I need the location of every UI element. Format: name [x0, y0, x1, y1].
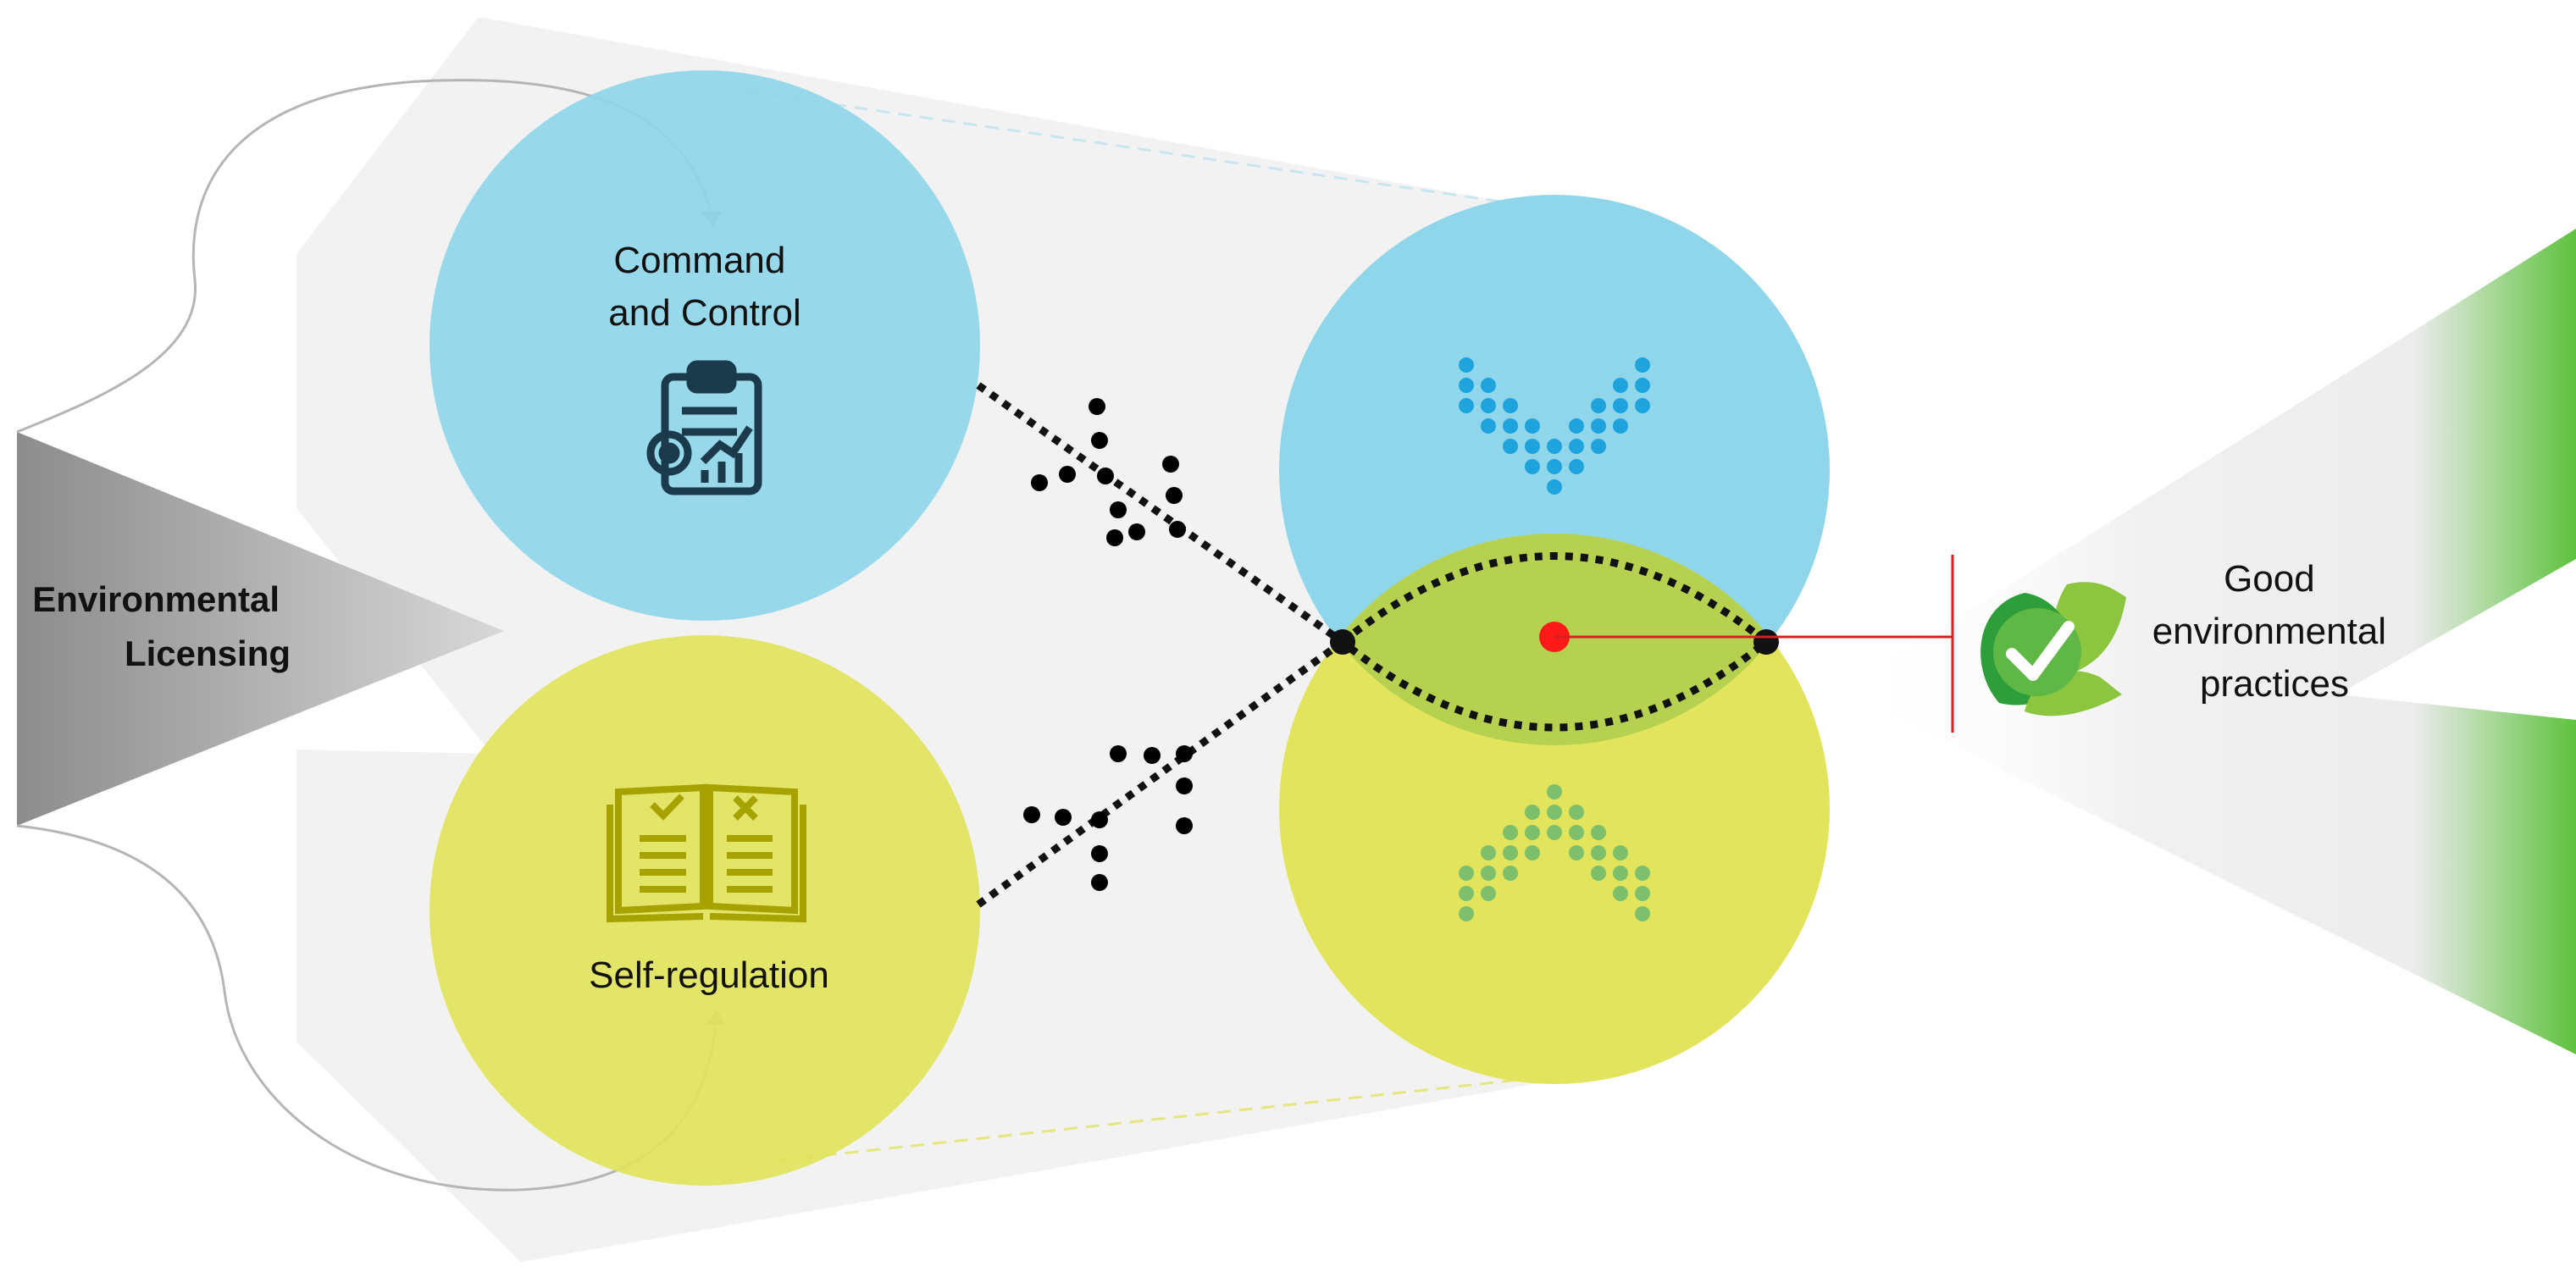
chevron-dot [1547, 479, 1562, 495]
chevron-dot [1613, 866, 1628, 881]
environmental-licensing-triangle [17, 432, 504, 826]
chevron-dot [1591, 825, 1606, 840]
guide-line-top [745, 90, 1543, 209]
chevron-dot [1569, 439, 1584, 454]
chevron-dot [1613, 398, 1628, 413]
command-and-control-line-1: Command [613, 240, 785, 281]
leaf-checkmark-icon [1980, 582, 2126, 716]
chevron-dot [1503, 845, 1518, 860]
good-practices-line-3: practices [2200, 663, 2349, 705]
chevron-dot [1459, 906, 1474, 921]
chevron-dot [1481, 378, 1496, 393]
chevron-dot [1635, 886, 1650, 901]
chevron-dot [1613, 418, 1628, 434]
chevron-dot [1459, 866, 1474, 881]
chevron-dot [1613, 378, 1628, 393]
chevron-dot [1547, 805, 1562, 820]
chevron-dot [1503, 825, 1518, 840]
command-and-control-circle [429, 70, 980, 621]
chevron-dot [1481, 845, 1496, 860]
chevron-dot [1569, 845, 1584, 860]
guide-line-bottom [778, 1076, 1543, 1162]
command-and-control-line-2: and Control [608, 292, 800, 334]
chevron-dot [1591, 398, 1606, 413]
chevron-dot [1459, 378, 1474, 393]
good-practices-label: Good environmental practices [2152, 558, 2397, 705]
chevron-dot [1613, 845, 1628, 860]
chevron-dot [1569, 805, 1584, 820]
chevron-dot [1481, 418, 1496, 434]
chevron-dot [1547, 784, 1562, 799]
chevron-dot [1613, 886, 1628, 901]
chevron-dot [1591, 418, 1606, 434]
chevron-dot [1503, 866, 1518, 881]
chevron-dot [1481, 886, 1496, 901]
overlap-zone [1279, 534, 1830, 745]
command-and-control-label: Command and Control [608, 240, 800, 334]
chevron-dot [1459, 886, 1474, 901]
chevron-dot [1525, 418, 1540, 434]
chevron-dot [1635, 398, 1650, 413]
scattered-dots-top [1031, 398, 1186, 546]
chevron-dot [1525, 805, 1540, 820]
scattered-dots-bottom [1023, 745, 1193, 891]
chevron-dot [1547, 459, 1562, 474]
good-practices-line-1: Good [2224, 558, 2315, 600]
chevron-dot [1525, 825, 1540, 840]
chevron-dot [1525, 459, 1540, 474]
open-book-checklist-icon [607, 783, 806, 923]
chevron-down-dots-icon [1459, 357, 1650, 495]
environmental-licensing-line-2: Licensing [125, 633, 291, 673]
chevron-dot [1481, 866, 1496, 881]
chevron-dot [1503, 439, 1518, 454]
chevron-dot [1635, 906, 1650, 921]
chevron-dot [1569, 459, 1584, 474]
chevron-dot [1569, 825, 1584, 840]
chevron-dot [1525, 845, 1540, 860]
environmental-licensing-line-1: Environmental [32, 579, 280, 619]
chevron-dot [1591, 866, 1606, 881]
chevron-dot [1547, 825, 1562, 840]
clipboard-gear-chart-icon [646, 360, 762, 495]
environmental-licensing-label: Environmental Licensing [32, 579, 291, 673]
good-practices-funnel [1842, 229, 2576, 1054]
chevron-dot [1503, 418, 1518, 434]
dotted-connector-top [976, 382, 1345, 645]
self-regulation-circle [429, 635, 980, 1186]
chevron-dot [1591, 845, 1606, 860]
intersection-right-point [1753, 629, 1779, 655]
intersection-left-point [1330, 629, 1355, 655]
chevron-dot [1635, 378, 1650, 393]
good-practices-line-2: environmental [2152, 611, 2386, 652]
chevron-dot [1459, 357, 1474, 373]
chevron-dot [1569, 418, 1584, 434]
chevron-dot [1459, 398, 1474, 413]
chevron-dot [1635, 357, 1650, 373]
chevron-up-dots-icon [1459, 784, 1650, 921]
chevron-dot [1503, 398, 1518, 413]
chevron-dot [1525, 439, 1540, 454]
intersection-dotted-outline [1336, 552, 1773, 732]
chevron-dot [1547, 439, 1562, 454]
chevron-dot [1481, 398, 1496, 413]
chevron-dot [1591, 439, 1606, 454]
chevron-dot [1635, 866, 1650, 881]
self-regulation-label: Self-regulation [589, 954, 829, 996]
funnel-center-notch [2338, 559, 2576, 720]
